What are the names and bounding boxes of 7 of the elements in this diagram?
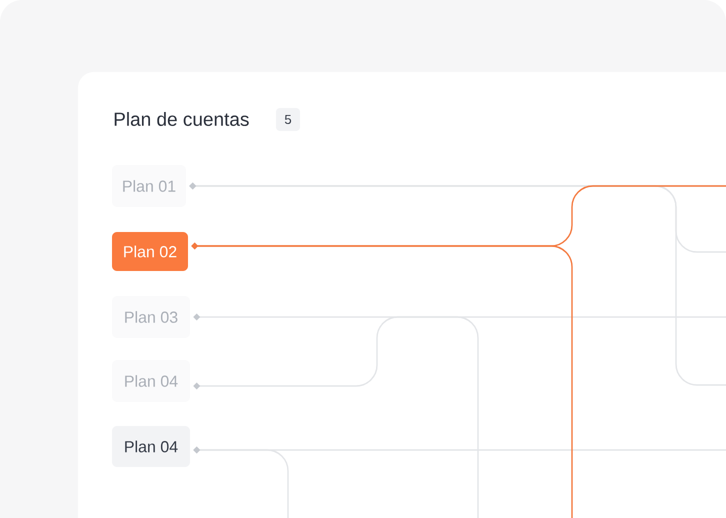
title: Plan de cuentas <box>114 112 249 126</box>
count-badge: 5 <box>276 108 300 131</box>
plan-tag: Plan 04 <box>112 426 190 467</box>
plan-tag: Plan 02 <box>112 232 188 271</box>
plan-tag: Plan 01 <box>112 165 186 207</box>
plan-tag: Plan 03 <box>112 296 190 338</box>
plan-tag: Plan 04 <box>112 360 190 402</box>
